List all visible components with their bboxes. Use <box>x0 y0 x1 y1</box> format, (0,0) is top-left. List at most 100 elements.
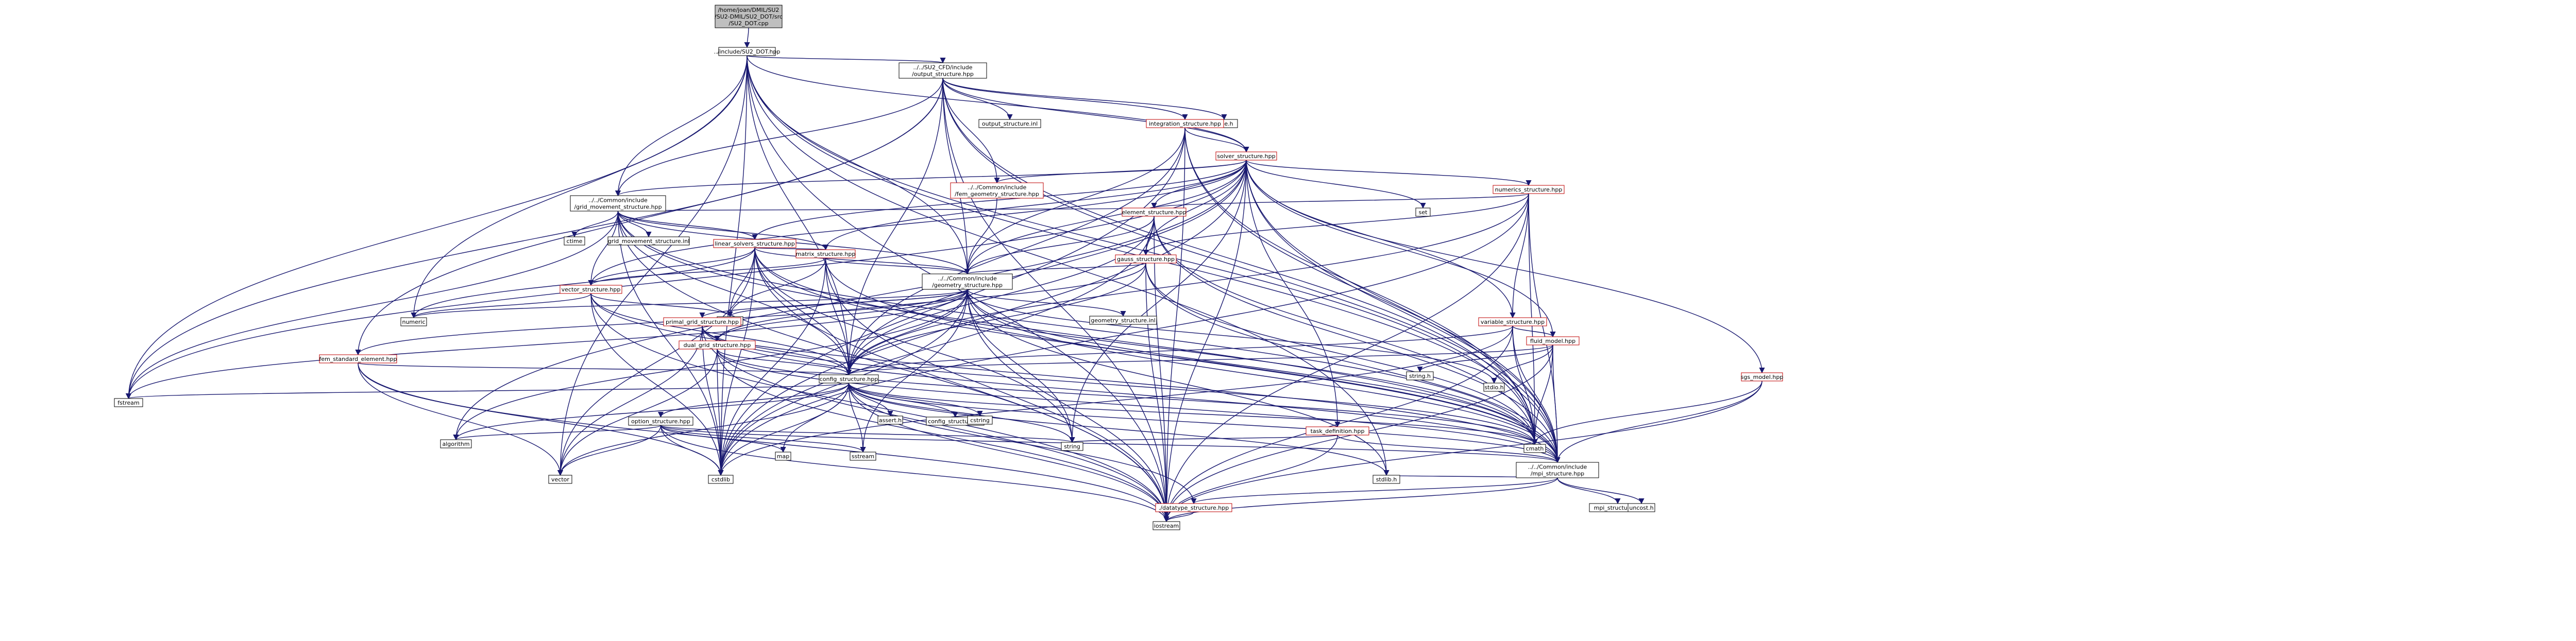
node-gauss[interactable]: gauss_structure.hpp <box>1115 254 1177 264</box>
edge-element-to-geometry <box>964 216 1155 275</box>
node-grid_mov_inl[interactable]: grid_movement_structure.inl <box>607 236 690 246</box>
node-box <box>1523 444 1546 453</box>
node-vector[interactable]: vector_structure.hpp <box>560 285 622 294</box>
node-algorithm[interactable]: algorithm <box>440 439 472 448</box>
edge-dual_grid-to-cmath <box>717 349 1538 445</box>
node-string_h[interactable]: string.h <box>1406 371 1434 380</box>
node-task_def[interactable]: task_definition.hpp <box>1306 426 1369 436</box>
edge-option-to-vector_std <box>557 425 662 476</box>
edge-config-to-algorithm <box>453 383 850 441</box>
node-label: output_structure.inl <box>982 120 1038 127</box>
edge-vector-to-numeric <box>411 293 591 319</box>
edge-geometry-to-iostream <box>967 289 1170 523</box>
node-stdlib[interactable]: stdlib.h <box>1372 475 1400 484</box>
node-label: iostream <box>1154 523 1179 529</box>
node-ctime[interactable]: ctime <box>564 236 585 246</box>
node-cstring[interactable]: cstring <box>967 415 993 425</box>
node-option[interactable]: option_structure.hpp <box>628 417 693 426</box>
node-linear_solvers[interactable]: linear_solvers_structure.hpp <box>713 239 796 248</box>
node-root: /home/joan/DMIL/SU2/SU2-DMIL/SU2_DOT/src… <box>715 5 783 28</box>
node-box <box>718 47 776 56</box>
node-sstream[interactable]: sstream <box>850 452 876 461</box>
edge-output-to-time_h <box>942 78 1227 120</box>
node-box <box>1526 336 1580 345</box>
node-label: integration_structure.hpp <box>1149 120 1221 127</box>
node-cmath[interactable]: cmath <box>1523 444 1546 453</box>
node-element[interactable]: element_structure.hpp <box>1122 207 1187 217</box>
node-solver[interactable]: solver_structure.hpp <box>1215 151 1277 161</box>
edge-grid_mov-to-config <box>617 211 852 376</box>
node-fem_std[interactable]: fem_standard_element.hpp <box>319 354 397 363</box>
node-map[interactable]: map <box>775 452 791 461</box>
node-geometry_inl[interactable]: geometry_structure.inl <box>1089 316 1157 325</box>
edge-solver-to-numerics <box>1246 160 1532 186</box>
edge-grid_mov-to-grid_mov_inl <box>617 211 652 238</box>
node-numeric[interactable]: numeric <box>400 317 427 326</box>
node-matrix[interactable]: matrix_structure.hpp <box>795 249 856 258</box>
edge-solver-to-algorithm <box>453 160 1247 441</box>
edge-matrix-to-vector <box>588 257 826 286</box>
edge-geometry-to-stdlib <box>967 289 1389 476</box>
edge-variable-to-fluid <box>1512 325 1556 338</box>
node-set[interactable]: set <box>1415 207 1431 217</box>
node-uncost[interactable]: uncost.h <box>1628 503 1655 512</box>
edge-solver-to-linear_solvers <box>752 160 1247 240</box>
node-iostream[interactable]: iostream <box>1153 521 1180 530</box>
edge-integration-to-cmath <box>1184 127 1538 445</box>
node-output_inl[interactable]: output_structure.inl <box>978 119 1041 128</box>
node-stdio[interactable]: stdio.h <box>1483 383 1505 392</box>
edge-fluid-to-cmath <box>1532 344 1553 445</box>
node-box <box>1089 316 1157 325</box>
node-box <box>819 374 879 384</box>
edge-output-to-solver <box>942 78 1249 153</box>
node-box <box>1483 383 1505 392</box>
node-integration[interactable]: integration_structure.hpp <box>1146 119 1224 128</box>
node-box <box>1215 151 1277 161</box>
edge-linear_solvers-to-vector_std <box>557 247 755 476</box>
node-box <box>950 182 1044 199</box>
node-su2dot[interactable]: ../include/SU2_DOT.hpp <box>714 47 781 56</box>
node-variable[interactable]: variable_structure.hpp <box>1478 317 1547 326</box>
edge-geometry-to-climits <box>727 289 968 318</box>
node-assert[interactable]: assert.h <box>877 415 903 425</box>
node-label: map <box>777 453 789 460</box>
node-box <box>1155 503 1232 512</box>
node-box <box>922 273 1013 290</box>
node-fem_geom[interactable]: ../../Common/include/fem_geometry_struct… <box>950 182 1044 199</box>
edge-fluid-to-string_h <box>1417 344 1553 373</box>
node-output[interactable]: ../../SU2_CFD/include/output_structure.h… <box>899 62 987 79</box>
edge-option-to-mpi <box>660 425 1561 463</box>
edge-element-to-cstdlib <box>718 216 1155 476</box>
edge-geometry-to-fem_std <box>355 289 968 356</box>
node-vector_std[interactable]: vector <box>548 475 572 484</box>
node-string[interactable]: string <box>1061 442 1083 451</box>
edge-matrix-to-climits <box>727 257 826 318</box>
edge-matrix-to-geometry <box>825 257 970 275</box>
edge-sgs-to-iostream <box>1163 380 1762 523</box>
edge-su2dot-to-output <box>747 55 946 64</box>
node-datatype[interactable]: ./datatype_structure.hpp <box>1155 503 1232 512</box>
node-label: set <box>1419 209 1428 216</box>
node-config[interactable]: config_structure.hpp <box>819 374 879 384</box>
node-box <box>1406 371 1434 380</box>
edge-option-to-iostream <box>660 425 1170 523</box>
edge-numerics-to-mpi <box>1528 193 1561 463</box>
node-sgs[interactable]: sgs_model.hpp <box>1741 372 1784 382</box>
edge-config-to-datatype <box>848 383 1197 505</box>
node-numerics[interactable]: numerics_structure.hpp <box>1493 185 1565 194</box>
node-primal_grid[interactable]: primal_grid_structure.hpp <box>663 317 741 326</box>
edge-grid_mov-to-cstdlib <box>617 211 724 476</box>
node-mpi[interactable]: ../../Common/include/mpi_structure.hpp <box>1516 462 1599 478</box>
node-fluid[interactable]: fluid_model.hpp <box>1526 336 1580 345</box>
node-dual_grid[interactable]: dual_grid_structure.hpp <box>679 340 756 350</box>
edge-gauss-to-iostream <box>1145 263 1170 523</box>
node-label: uncost.h <box>1629 505 1653 511</box>
node-cstdlib[interactable]: cstdlib <box>708 475 734 484</box>
edge-primal_grid-to-config <box>702 325 852 376</box>
node-grid_mov[interactable]: ../../Common/include/grid_movement_struc… <box>570 195 666 212</box>
edge-option-to-string <box>660 425 1075 443</box>
node-box <box>1061 442 1083 451</box>
node-fstream[interactable]: fstream <box>114 398 143 407</box>
node-geometry[interactable]: ../../Common/include/geometry_structure.… <box>922 273 1013 290</box>
node-label: /mpi_structure.hpp <box>1531 471 1584 477</box>
